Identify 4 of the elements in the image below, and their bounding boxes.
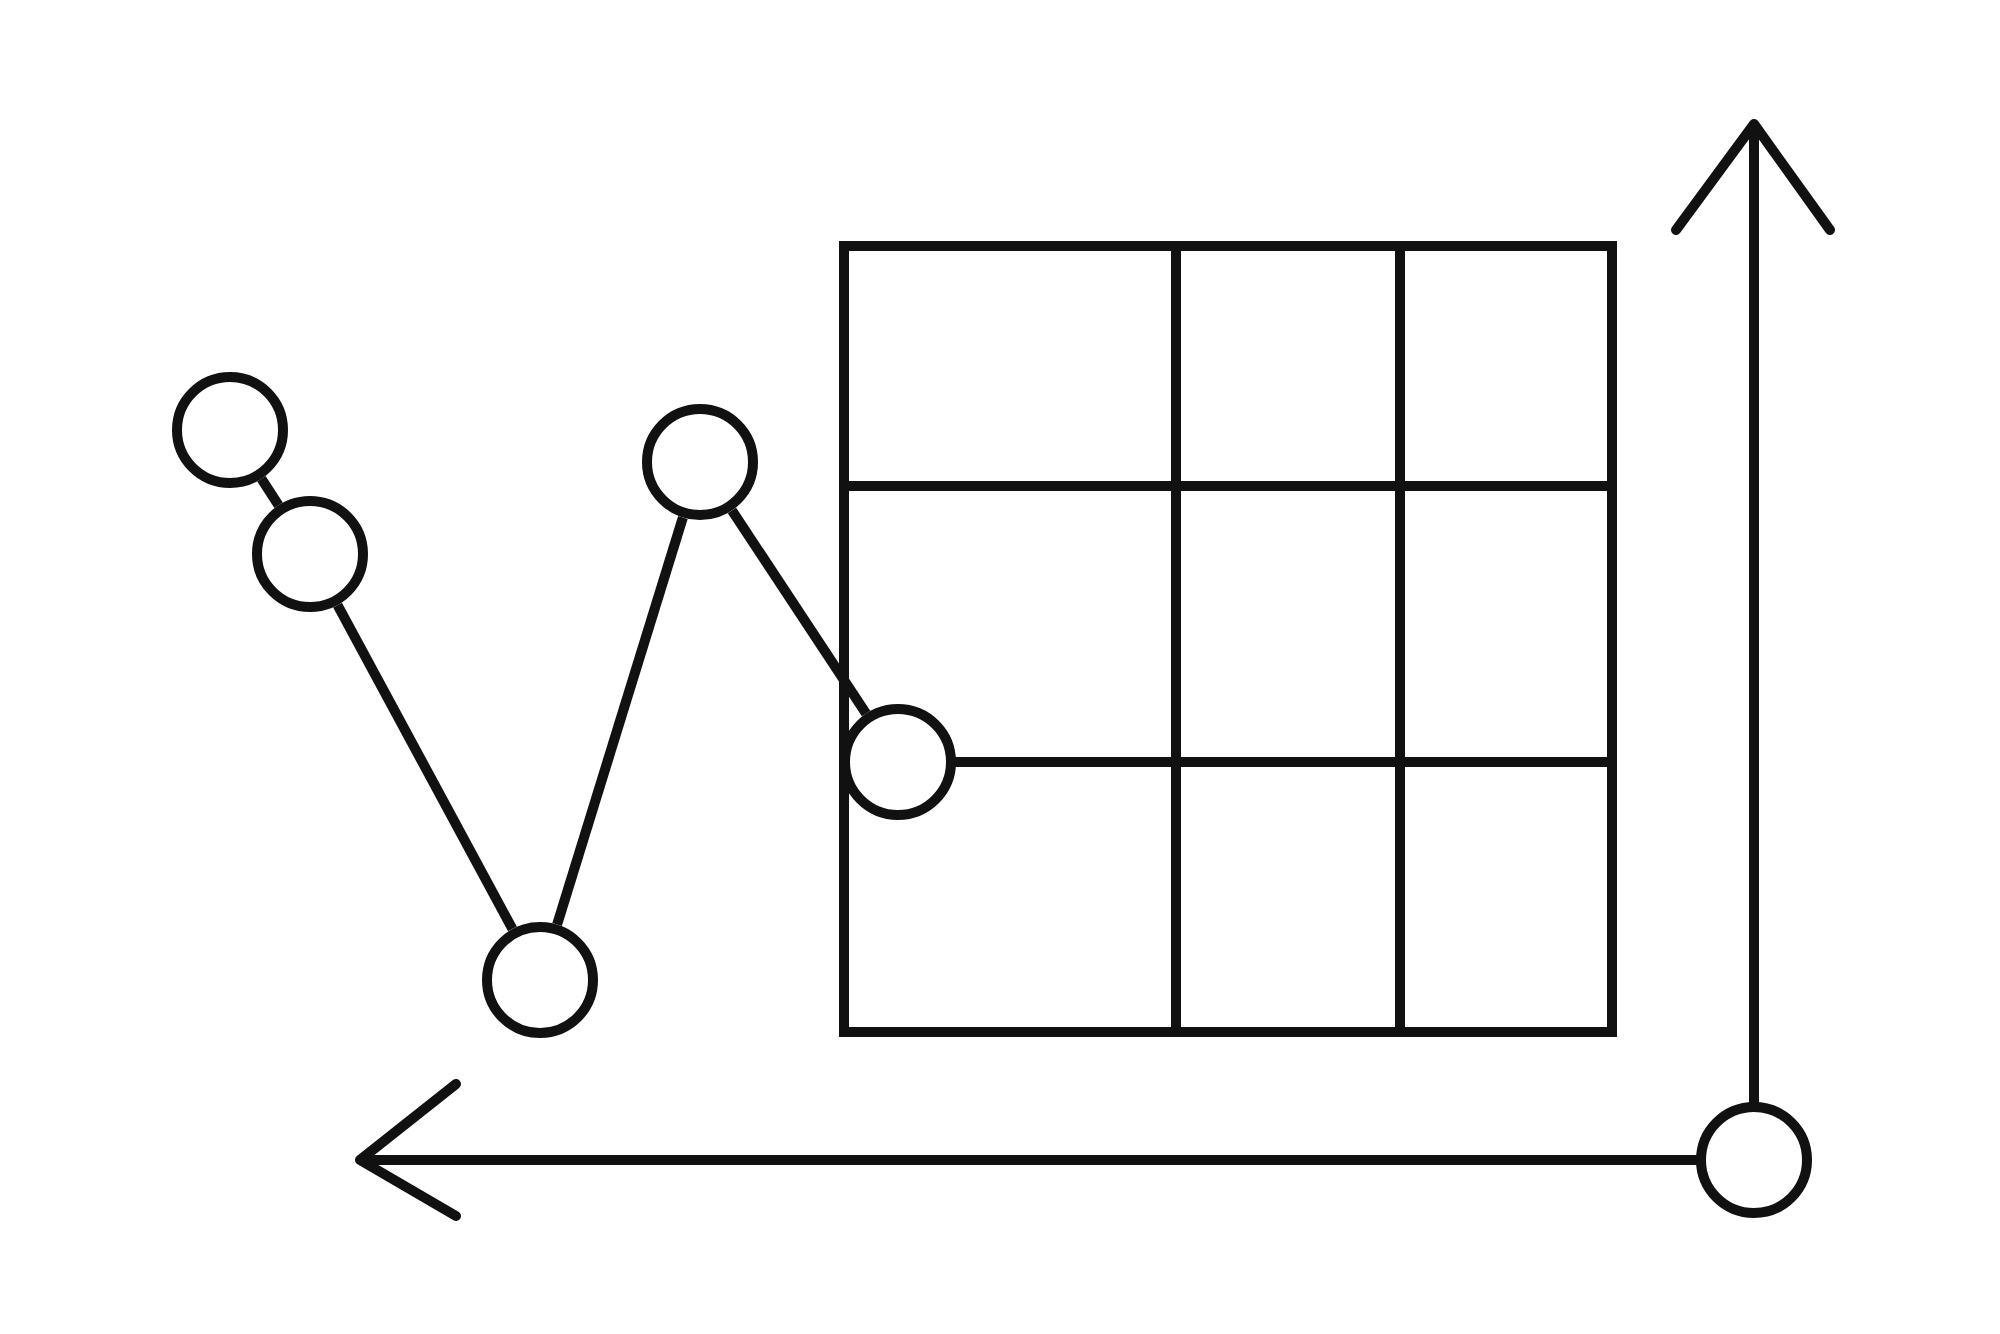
connector-line xyxy=(552,515,688,927)
connector-line xyxy=(257,476,283,508)
connector-line xyxy=(333,602,517,932)
connector-line xyxy=(727,507,871,717)
